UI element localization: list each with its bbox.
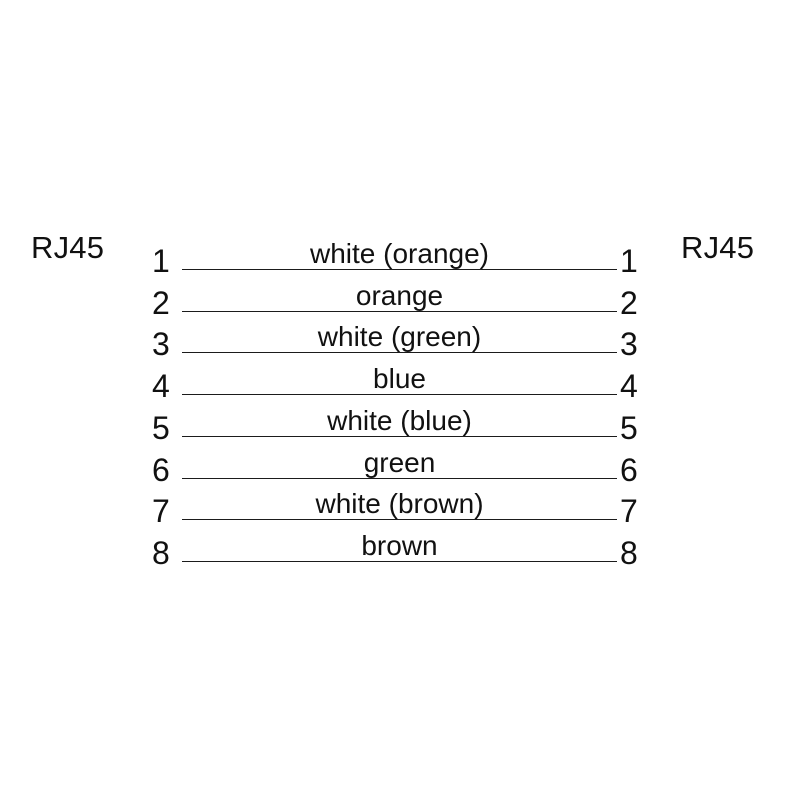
wire-conductor-line bbox=[182, 310, 617, 312]
left-pin-number: 4 bbox=[152, 368, 170, 405]
left-pin-number: 1 bbox=[152, 243, 170, 279]
left-pin-number: 3 bbox=[152, 326, 170, 363]
wire-conductor-line bbox=[182, 435, 617, 437]
wire-color-label: white (brown) bbox=[315, 488, 484, 520]
wire-conductor-line bbox=[182, 519, 617, 521]
right-pin-number: 6 bbox=[620, 451, 638, 488]
wire-conductor-line bbox=[182, 352, 617, 354]
wire-color-label: blue bbox=[373, 363, 426, 395]
right-pin-number: 1 bbox=[620, 243, 638, 279]
right-pin-number: 8 bbox=[620, 534, 638, 571]
left-connector-label: RJ45 bbox=[31, 230, 105, 265]
right-pin-number: 2 bbox=[620, 284, 638, 321]
right-pin-number: 3 bbox=[620, 326, 638, 363]
wire-color-label: brown bbox=[361, 529, 438, 561]
right-connector-label: RJ45 bbox=[681, 230, 755, 265]
wire-color-label: white (blue) bbox=[327, 404, 472, 436]
left-pin-number: 5 bbox=[152, 409, 170, 446]
right-pin-number: 7 bbox=[620, 493, 638, 530]
left-pin-number: 6 bbox=[152, 451, 170, 488]
wire-color-label: orange bbox=[355, 279, 444, 311]
wire-conductor-line bbox=[182, 269, 617, 270]
wire-conductor-line bbox=[182, 477, 617, 479]
left-pin-number: 2 bbox=[152, 284, 170, 321]
wire-conductor-line bbox=[182, 560, 617, 562]
left-pin-number: 7 bbox=[152, 493, 170, 530]
right-pin-number: 5 bbox=[620, 409, 638, 446]
wire-color-label: white (orange) bbox=[310, 238, 489, 269]
left-pin-number: 8 bbox=[152, 534, 170, 571]
wire-conductor-line bbox=[182, 394, 617, 396]
right-pin-number: 4 bbox=[620, 368, 638, 405]
wire-color-label: green bbox=[363, 446, 436, 478]
wire-color-label: white (green) bbox=[317, 321, 482, 353]
